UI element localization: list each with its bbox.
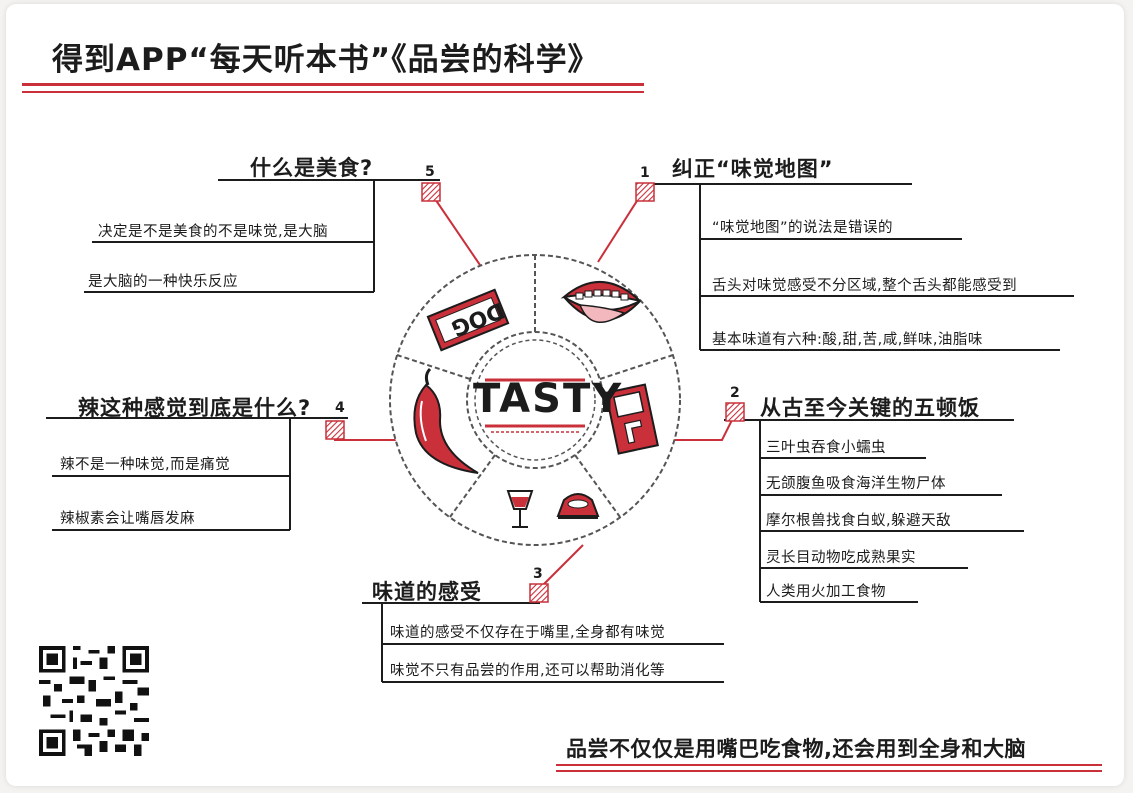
title-underline [22,83,644,86]
book-drawing [604,383,659,455]
page-title: 得到APP“每天听本书”《品尝的科学》 [52,42,600,78]
box-5 [421,182,441,202]
branch-5-item-2: 是大脑的一种快乐反应 [88,274,238,290]
dog-drawing [426,288,510,352]
branch-1-number: 1 [640,165,650,181]
branch-4-item-1: 辣不是一种味觉,而是痛觉 [60,457,231,473]
box-3 [529,583,549,603]
bottom-summary: 品尝不仅仅是用嘴巴吃食物,还会用到全身和大脑 [566,737,1026,761]
branch-1-item-1: “味觉地图”的说法是错误的 [712,220,894,236]
branch-5-heading: 什么是美食? [250,156,374,180]
branch-2-item-1: 三叶虫吞食小蠕虫 [766,440,886,456]
branch-2-heading: 从古至今关键的五顿饭 [760,396,980,420]
branch-1-item-3: 基本味道有六种:酸,甜,苦,咸,鲜味,油脂味 [712,332,983,348]
wine-glass-drawing [506,490,534,528]
branch-5-number: 5 [425,164,435,180]
branch-2-item-4: 灵长目动物吃成熟果实 [766,550,916,566]
branch-4-number: 4 [335,400,345,416]
bottom-underline [556,764,1102,766]
box-1 [635,182,655,202]
connector-5 [430,192,481,266]
connector-3 [539,544,584,589]
box-2 [725,402,745,422]
mouth-tongue-drawing [560,281,641,323]
branch-4-item-2: 辣椒素会让嘴唇发麻 [60,511,195,527]
branch-3-item-1: 味道的感受不仅存在于嘴里,全身都有味觉 [390,625,666,641]
box-4 [325,420,345,440]
chili-pepper-drawing [413,367,479,474]
bottom-underline-2 [556,770,1102,772]
title-underline-2 [22,91,644,93]
branch-1-heading: 纠正“味觉地图” [672,157,834,181]
branch-3-number: 3 [533,566,543,582]
branch-2-number: 2 [730,385,740,401]
cake-drawing [556,493,600,519]
connector-1 [597,192,643,263]
branch-4-heading: 辣这种感觉到底是什么? [78,396,312,420]
qr-code-image [39,646,149,756]
branch-1-item-2: 舌头对味觉感受不分区域,整个舌头都能感受到 [712,278,1018,294]
branch-2-item-2: 无颌腹鱼吸食海洋生物尸体 [766,476,946,492]
branch-3-heading: 味道的感受 [372,580,482,604]
branch-5-item-1: 决定是不是美食的不是味觉,是大脑 [98,224,329,240]
branch-2-item-5: 人类用火加工食物 [766,584,886,600]
branch-2-item-3: 摩尔根兽找食白蚁,躲避天敌 [766,513,952,529]
center-word: TASTY [473,376,624,422]
branch-3-item-2: 味觉不只有品尝的作用,还可以帮助消化等 [390,663,666,679]
